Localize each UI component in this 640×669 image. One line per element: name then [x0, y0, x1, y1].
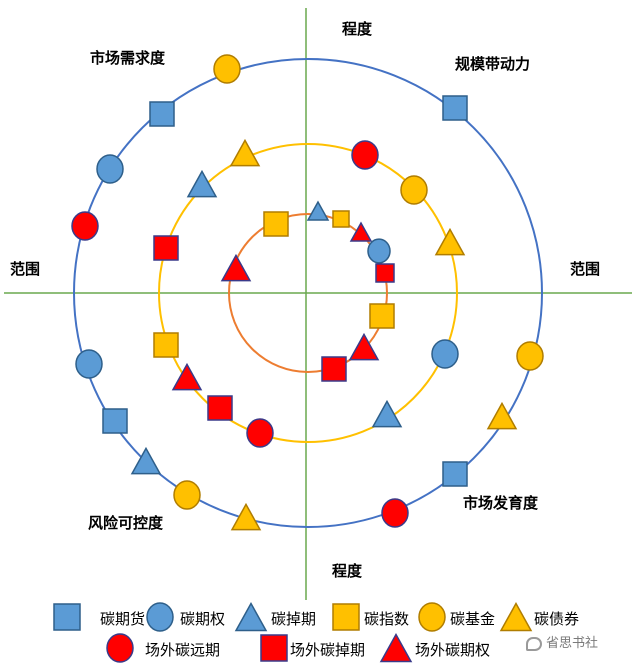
watermark: 省思书社 — [526, 632, 598, 651]
label-left-range: 范围 — [10, 260, 41, 278]
square-marker — [375, 263, 395, 283]
square-marker — [442, 461, 468, 487]
triangle-marker — [434, 227, 466, 256]
legend-carbon_futures-icon — [53, 603, 81, 631]
triangle-marker — [186, 169, 218, 198]
legend-label-otc_forward: 场外碳远期 — [145, 641, 220, 659]
circle-marker — [367, 238, 391, 264]
label-bottom-degree: 程度 — [332, 562, 363, 580]
circle-marker — [213, 54, 241, 84]
square-marker — [263, 211, 289, 237]
inner-ring — [228, 213, 388, 373]
legend-carbon_bond-icon — [499, 601, 533, 632]
square-marker — [153, 332, 179, 358]
legend-otc_swap-icon — [260, 634, 288, 662]
circle-marker — [381, 498, 409, 528]
square-marker — [369, 303, 395, 329]
square-marker — [442, 95, 468, 121]
square-marker — [149, 101, 175, 127]
legend-label-carbon_options: 碳期权 — [180, 610, 225, 628]
circle-marker — [400, 175, 428, 205]
square-marker — [207, 395, 233, 421]
triangle-marker — [230, 502, 262, 531]
triangle-marker — [371, 399, 403, 428]
circle-marker — [431, 339, 459, 369]
label-market-development: 市场发育度 — [463, 494, 539, 512]
legend-label-carbon_swaps: 碳掉期 — [271, 610, 316, 628]
outer-ring — [73, 58, 543, 528]
legend-otc_option-icon — [379, 632, 413, 663]
triangle-marker — [229, 138, 261, 167]
marker-layer — [71, 54, 544, 531]
label-right-range: 范围 — [570, 260, 601, 278]
square-marker — [102, 408, 128, 434]
legend-carbon_index-icon — [332, 603, 360, 631]
label-market-demand: 市场需求度 — [90, 49, 166, 67]
middle-ring — [158, 143, 458, 443]
legend-label-carbon_index: 碳指数 — [364, 610, 409, 628]
legend-otc_forward-icon — [106, 633, 134, 663]
circle-marker — [96, 154, 124, 184]
legend-label-otc_option: 场外碳期权 — [415, 641, 490, 659]
triangle-marker — [348, 332, 380, 361]
legend-label-otc_swap: 场外碳掉期 — [290, 641, 365, 659]
legend-carbon_fund-icon — [418, 602, 446, 632]
legend-label-carbon_bond: 碳债券 — [534, 610, 579, 628]
square-marker — [153, 235, 179, 261]
triangle-marker — [486, 401, 518, 430]
triangle-marker — [220, 253, 252, 282]
legend-carbon_swaps-icon — [234, 601, 268, 632]
circle-marker — [75, 349, 103, 379]
chat-bubble-icon — [526, 636, 542, 651]
triangle-marker — [171, 362, 203, 391]
label-risk-control: 风险可控度 — [88, 514, 164, 532]
circle-marker — [246, 418, 274, 448]
square-marker — [321, 356, 347, 382]
watermark-text: 省思书社 — [546, 636, 599, 651]
label-top-degree: 程度 — [342, 20, 373, 38]
legend-label-carbon_futures: 碳期货 — [100, 610, 145, 628]
triangle-marker — [306, 200, 330, 221]
square-marker — [332, 210, 350, 228]
triangle-marker — [349, 221, 373, 242]
legend-carbon_options-icon — [146, 602, 174, 632]
triangle-marker — [130, 446, 162, 475]
legend-label-carbon_fund: 碳基金 — [450, 610, 495, 628]
circle-marker — [71, 211, 99, 241]
circle-marker — [351, 140, 379, 170]
circle-marker — [173, 480, 201, 510]
label-scale-drive: 规模带动力 — [455, 55, 531, 73]
circle-marker — [516, 341, 544, 371]
